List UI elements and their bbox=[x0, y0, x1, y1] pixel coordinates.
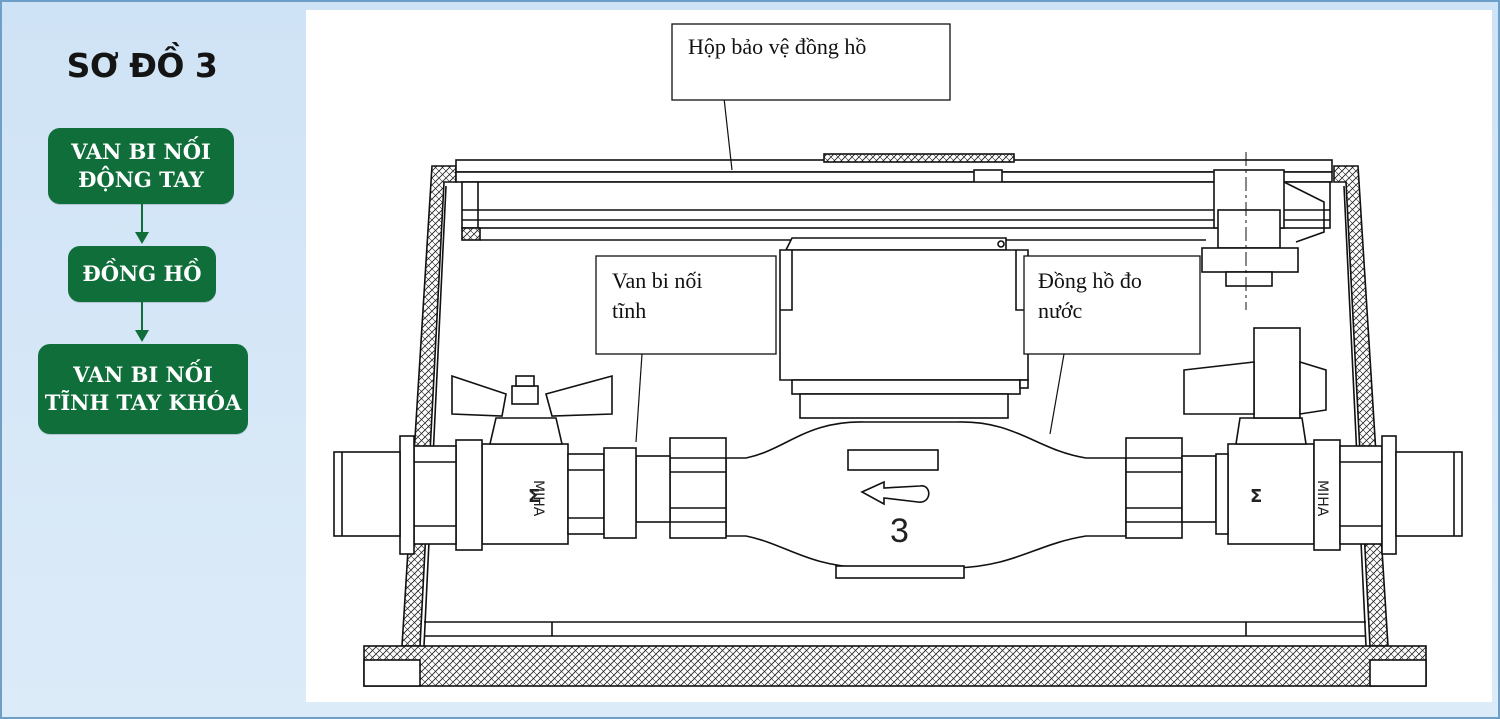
housing-right-wall bbox=[1333, 165, 1389, 647]
arrow-down-icon bbox=[135, 330, 149, 342]
svg-text:Ʃ: Ʃ bbox=[528, 486, 540, 507]
technical-drawing-panel: MIHA Ʃ MIHA Ʃ 3 Hộp bảo vệ đồng hồ Van b… bbox=[306, 10, 1492, 702]
housing-base bbox=[363, 645, 1427, 687]
arrow-down-icon bbox=[135, 232, 149, 244]
valve-brand-left: MIHA bbox=[530, 480, 546, 517]
meter-number: 3 bbox=[890, 512, 909, 550]
lid-grip bbox=[823, 153, 1015, 163]
callout-static-valve-line2: tĩnh bbox=[612, 298, 646, 323]
callout-water-meter: Đồng hồ đo nước bbox=[1023, 255, 1201, 355]
callout-meter-line1: Đồng hồ đo bbox=[1038, 268, 1142, 293]
left-valve-markings: MIHA Ʃ bbox=[528, 480, 546, 517]
meter-register bbox=[784, 237, 1007, 251]
flow-panel: SƠ ĐỒ 3 VAN BI NỐI ĐỘNG TAY ĐỒNG HỒ VAN … bbox=[2, 2, 302, 717]
left-ball-valve bbox=[481, 443, 569, 545]
flow-step-manual-valve: VAN BI NỐI ĐỘNG TAY bbox=[48, 128, 234, 204]
callout-meter-line2: nước bbox=[1038, 298, 1083, 323]
svg-text:Ʃ: Ʃ bbox=[1250, 486, 1262, 507]
arrow-down-icon bbox=[141, 302, 143, 332]
callout-box-cover: Hộp bảo vệ đồng hồ bbox=[671, 23, 951, 101]
callout-static-valve-line1: Van bi nối bbox=[612, 268, 702, 293]
right-valve-markings: MIHA Ʃ bbox=[1250, 480, 1330, 517]
flow-step-lock-valve: VAN BI NỐI TĨNH TAY KHÓA bbox=[38, 344, 248, 434]
valve-brand-right: MIHA bbox=[1314, 480, 1330, 517]
meter-box-drawing: MIHA Ʃ MIHA Ʃ 3 Hộp bảo vệ đồng hồ Van b… bbox=[333, 23, 1463, 687]
callout-static-valve: Van bi nối tĩnh bbox=[595, 255, 777, 355]
housing-left-wall bbox=[401, 165, 457, 647]
arrow-down-icon bbox=[141, 204, 143, 234]
flow-step-meter: ĐỒNG HỒ bbox=[68, 246, 216, 302]
flow-arrow-icon bbox=[860, 480, 930, 506]
diagram-title: SƠ ĐỒ 3 bbox=[66, 46, 218, 85]
callout-box-cover-text: Hộp bảo vệ đồng hồ bbox=[688, 34, 866, 59]
right-ball-valve bbox=[1227, 443, 1315, 545]
